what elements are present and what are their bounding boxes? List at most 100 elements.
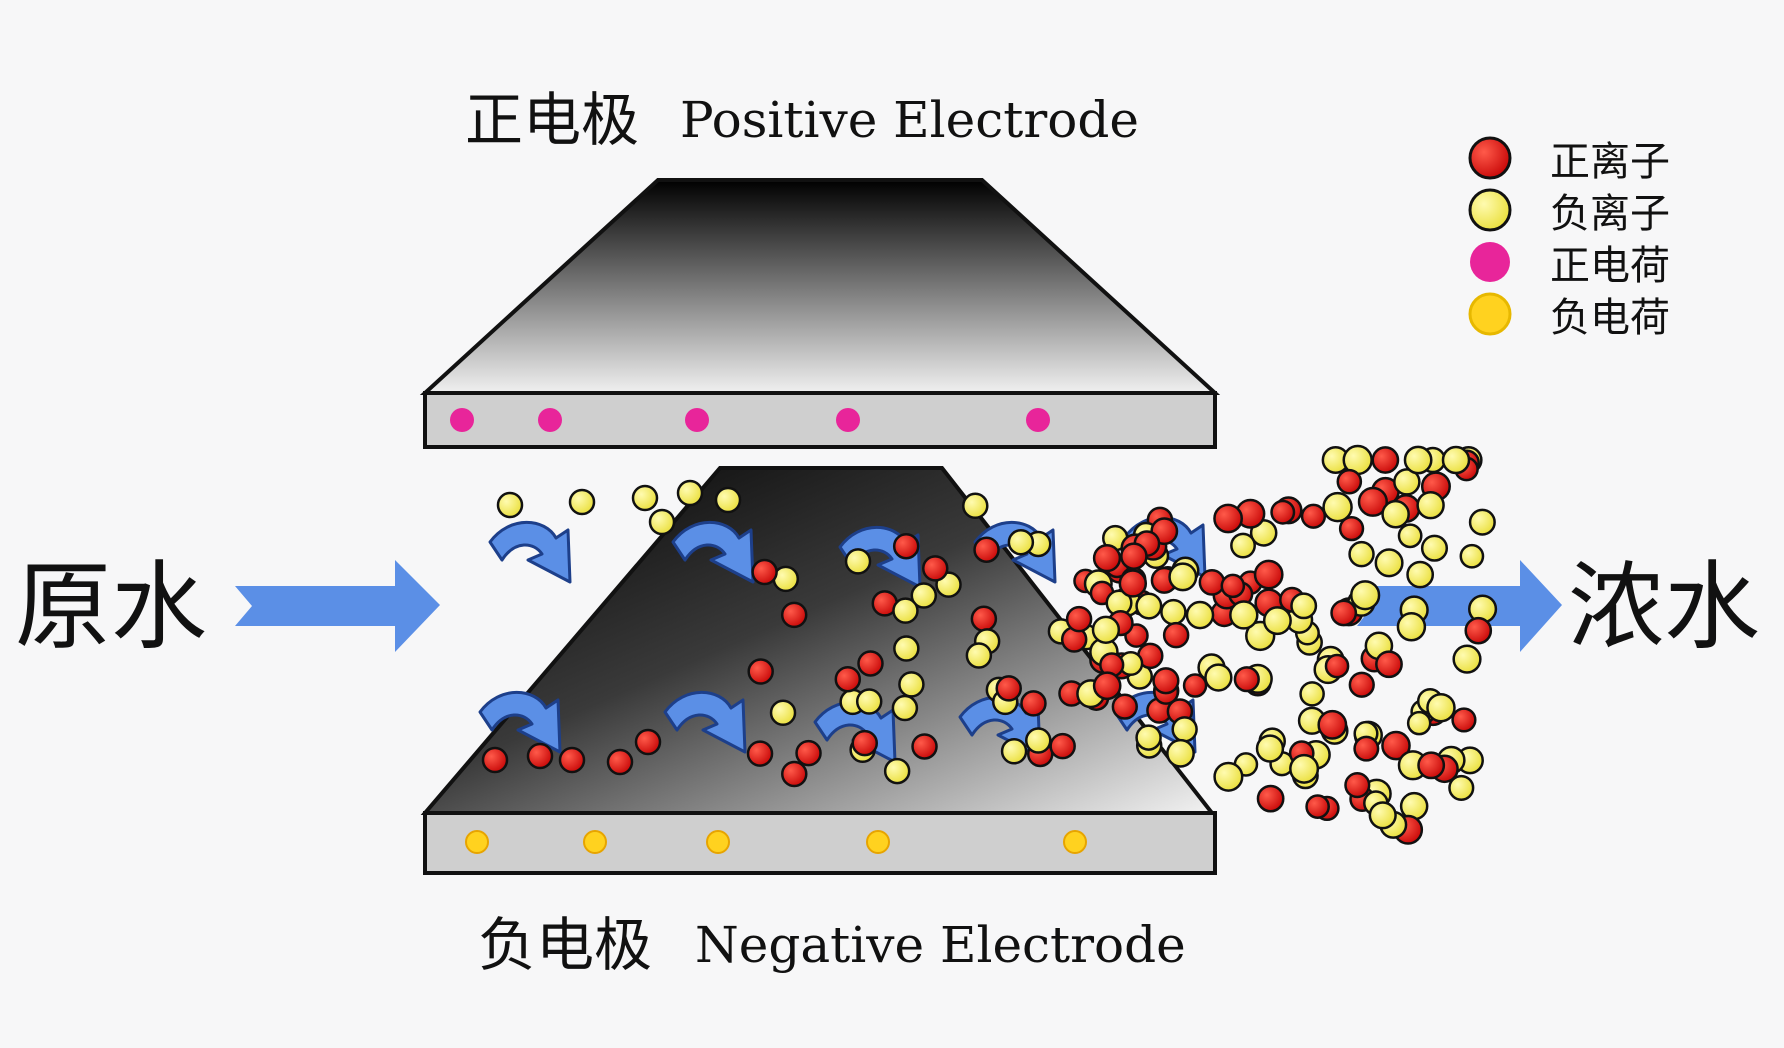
- positive-ion: [1065, 605, 1093, 633]
- legend-positive-charge-label: 正电荷: [1550, 243, 1670, 289]
- positive-ion: [834, 665, 862, 693]
- outlet-label: 浓水: [1568, 551, 1760, 663]
- negative-ion: [898, 671, 925, 698]
- positive-ion: [1300, 503, 1327, 529]
- positive-ion: [857, 650, 884, 677]
- negative-ion: [1171, 716, 1198, 743]
- negative-ion: [1322, 491, 1353, 523]
- positive-ion: [746, 740, 774, 767]
- negative-ion: [855, 688, 883, 715]
- positive-ion: [1324, 653, 1350, 679]
- positive-ion: [1353, 735, 1380, 762]
- legend-positive-charge-icon: [1470, 242, 1510, 282]
- negative-ion: [1000, 737, 1028, 765]
- positive-ion: [1336, 468, 1363, 495]
- legend-negative-charge-label: 负电荷: [1550, 295, 1670, 341]
- positive-ion: [1381, 730, 1411, 761]
- positive-ion: [1270, 499, 1296, 525]
- positive-ion: [1253, 559, 1284, 590]
- negative-ion: [892, 597, 919, 624]
- positive-ion: [1317, 709, 1348, 740]
- negative-ion: [1025, 727, 1052, 754]
- negative-ion: [1204, 663, 1233, 692]
- positive-ion: [1330, 599, 1358, 627]
- positive-ion: [1120, 542, 1148, 570]
- negative-ion: [1452, 644, 1482, 674]
- curved-flow-arrow-icon: [478, 690, 562, 754]
- negative-ion: [1459, 543, 1485, 569]
- negative-charge-dot: [583, 830, 607, 854]
- positive-ion: [973, 536, 1000, 563]
- positive-charge-dot: [538, 408, 562, 432]
- positive-ion: [606, 748, 634, 776]
- legend-negative-charge-icon: [1468, 292, 1512, 336]
- positive-charge-dot: [685, 408, 709, 432]
- legend-positive-ion-label: 正离子: [1550, 139, 1670, 185]
- legend-negative-ion-label: 负离子: [1550, 191, 1670, 237]
- negative-ion: [1368, 801, 1397, 830]
- positive-ion: [558, 746, 586, 774]
- negative-ion: [1381, 499, 1410, 529]
- negative-ion: [1441, 445, 1471, 475]
- curved-flow-arrow-icon: [671, 520, 755, 584]
- positive-ion: [1049, 732, 1076, 760]
- negative-ion: [1229, 600, 1259, 630]
- negative-ion: [1348, 540, 1375, 568]
- positive-ion: [1338, 515, 1365, 542]
- positive-ion: [1111, 693, 1138, 720]
- negative-charge-dot: [866, 830, 890, 854]
- positive-ion: [634, 728, 662, 756]
- outlet-arrow-icon: [1357, 560, 1562, 652]
- legend-positive-ion-icon: [1468, 136, 1512, 180]
- positive-ion: [1020, 690, 1047, 717]
- negative-ion: [965, 642, 993, 669]
- positive-ion: [1375, 650, 1403, 679]
- positive-electrode: [419, 178, 1221, 449]
- negative-ion: [893, 635, 920, 662]
- negative-ion: [1168, 562, 1198, 592]
- positive-ion: [747, 658, 774, 685]
- positive-ion: [780, 601, 808, 629]
- positive-ion: [851, 729, 878, 757]
- negative-charge-dot: [1063, 830, 1087, 854]
- negative-ion: [1135, 724, 1162, 751]
- negative-ion: [1406, 710, 1432, 736]
- positive-ion: [1305, 794, 1330, 819]
- negative-ion: [648, 508, 676, 536]
- negative-ion: [1396, 612, 1427, 642]
- positive-ion: [795, 739, 822, 767]
- curved-flow-arrow-icon: [663, 690, 747, 754]
- positive-charges: [450, 408, 1050, 432]
- positive-ion: [1092, 671, 1122, 701]
- negative-ion: [1350, 580, 1381, 611]
- inlet-arrow-icon: [235, 560, 440, 652]
- negative-electrode-label-cn: 负电极: [478, 911, 652, 979]
- positive-ion: [1348, 671, 1375, 698]
- negative-ion: [962, 492, 989, 520]
- positive-ion: [1220, 573, 1246, 599]
- curved-flow-arrow-icon: [488, 520, 572, 584]
- positive-electrode-label-en: Positive Electrode: [680, 91, 1139, 149]
- positive-ion: [1162, 621, 1190, 649]
- negative-ion: [1213, 761, 1244, 792]
- positive-ion: [911, 733, 938, 760]
- negative-ion: [1290, 592, 1318, 620]
- inlet-label: 原水: [15, 551, 207, 663]
- positive-ion: [892, 532, 920, 560]
- positive-ion: [1357, 486, 1388, 517]
- negative-ion: [1374, 548, 1404, 578]
- positive-ion: [1233, 666, 1260, 693]
- negative-ion: [769, 699, 797, 726]
- ion-particles: [481, 444, 1498, 845]
- negative-ion: [1420, 534, 1449, 562]
- positive-ion: [1213, 503, 1244, 534]
- negative-ion: [1397, 523, 1423, 549]
- negative-ion: [891, 694, 919, 722]
- negative-ion: [1166, 738, 1195, 768]
- negative-electrode-label-en: Negative Electrode: [695, 916, 1186, 974]
- positive-ion: [781, 760, 808, 788]
- positive-electrode-label-cn: 正电极: [465, 86, 639, 154]
- negative-ion: [1289, 753, 1320, 784]
- negative-ion: [844, 548, 872, 575]
